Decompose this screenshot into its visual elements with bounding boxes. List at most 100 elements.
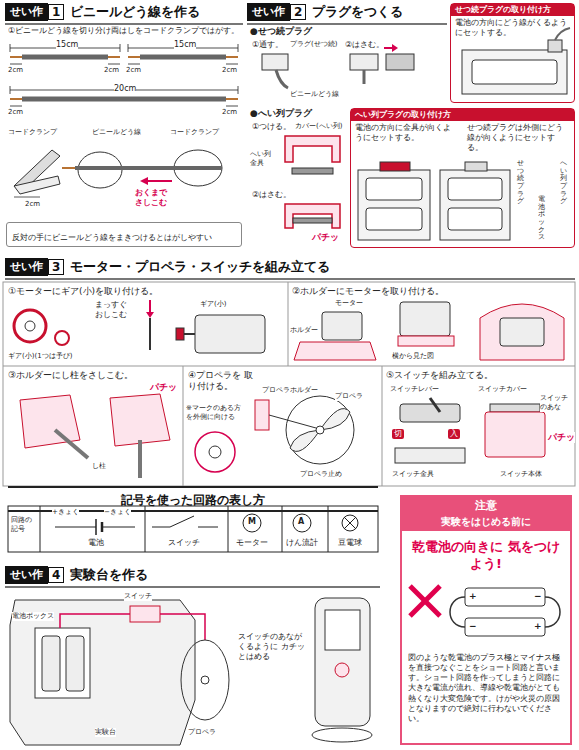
box-heading: せい作 [5,258,48,276]
short-circuit-drawing [410,586,560,636]
part-label: コードクランプ [170,128,219,137]
part-label: スイッチ本体 [500,470,542,479]
dimension: 2cm [126,66,141,75]
part-label: コードクランプ [8,128,57,137]
box-heading: へい列プラグの取り付け方 [351,109,574,121]
box-text: 実験台を作る [70,567,148,583]
clamp-drawing [14,150,222,197]
dimension: 20cm [114,84,136,94]
instruction-box: せつ続プラグの取り付け方電池の方向にどう線がくるようにセットする。 [450,3,575,103]
dimension: 2cm [222,66,237,75]
step-text: ⑤スイッチを組み立てる。 [386,370,493,381]
box-text: 乾電池の向きに 気をつけよう! [406,539,566,573]
section-frame [3,282,575,486]
switch-drawing [395,398,545,463]
box-text: プラグをつくる [312,4,403,20]
part-label: スイッチ のあな [540,394,572,412]
note-text: ※マークのある方 を外側に向ける [186,404,248,422]
part-label: ギア(小)(1つは予び) [8,352,72,361]
box-text: 2 [290,4,306,20]
symbol-letter: A [298,517,304,527]
part-label: スイッチカバー [478,385,527,394]
step-text: ②はさむ。 [345,40,384,50]
table-cell: モーター [236,538,268,548]
box-text: せつ続プラグは外側にどう線が向くようにセットする。 [463,121,575,154]
polarity-mark: − [534,591,542,602]
dimension: 2cm [222,108,237,117]
action-note: まっすぐ おしこむ [95,300,137,320]
section-header: せい作4 実験台を作る [5,566,380,588]
part-label: プロペラ止め [300,470,342,479]
switch-mark: 切 [392,429,404,439]
table-cell: けん流計 [286,538,318,548]
symbol-letter: M [248,517,256,527]
action-note: おくまで さしこむ [135,188,173,208]
part-label: カバー(へい列) [295,122,342,131]
sound-effect: パチッ [150,382,177,393]
part-label: せつ続プラグ [517,160,524,206]
dimension: 2cm [8,108,23,117]
part-label: 電池ボックス [12,612,54,621]
step-text: ①ビニールどう線を切り分け両はしをコードクランプではがす。 [8,26,239,36]
step-text: ①モーターにギア(小)を取り付ける。 [8,286,158,297]
box-text: 3 [48,259,64,275]
section-header: せい作2 プラグをつくる [247,3,447,25]
box-text: 電池の方向に金具が向くようにセットする。 [351,121,463,145]
part-label: プラグ(せつ続) [290,40,337,49]
dimension: 2cm [25,200,40,209]
sub-heading: ●へい列プラグ [250,108,312,119]
part-label: プロペラ [188,728,216,737]
part-label: 電池ボックス [538,196,545,242]
step-text: ①通す。 [252,40,283,50]
table-cell: スイッチ [168,538,200,548]
box-text: 実験をはじめる前に [402,515,570,531]
box-heading: 注意 [402,497,570,515]
part-label: 実験台 [95,728,116,737]
dimension: 2cm [104,66,119,75]
table-cell: 豆電球 [338,538,362,548]
part-label: へい列プラグ [560,160,567,206]
table-cell: +きょく [52,508,79,517]
wire-drawing [10,44,238,106]
part-label: ギア(小) [200,300,226,309]
box-heading: 反対の手にビニールどう線をまきつけるとはがしやすい [12,233,212,242]
box-heading: せい作 [247,3,290,21]
part-label: スイッチレバー [390,385,439,394]
step-text: ③ホルダーにし柱をさしこむ。 [8,370,133,381]
section-header: せい作3 モーター・プロペラ・スイッチを組み立てる [5,258,575,280]
stand-drawing [10,598,372,745]
section-header: せい作1ビニールどう線を作る [5,3,243,25]
note-box: 反対の手にビニールどう線をまきつけるとはがしやすい [6,222,242,247]
holder-drawing [20,394,170,478]
dimension: 15cm [174,40,196,50]
dimension: 15cm [56,40,78,50]
box-text: ビニールどう線を作る [70,4,200,20]
box-heading: せつ続プラグの取り付け方 [451,4,574,16]
sound-effect: パチッ [312,232,339,243]
step-text: ②はさむ。 [252,190,291,200]
part-label: し柱 [92,462,106,471]
part-label: ビニールどう線 [290,90,339,99]
box-text: 4 [48,567,64,583]
sub-heading: ●せつ続プラグ [250,26,312,37]
table-cell: 電池 [88,538,104,548]
step-text: ①つける。 [252,122,291,132]
polarity-mark: + [534,621,542,632]
motor-drawing [14,300,564,360]
symbol-table [8,506,378,552]
part-label: スイッチ [124,592,152,601]
step-text: ④プロペラを 取り付ける。 [188,370,260,393]
polarity-mark: − [469,621,477,632]
part-label: ホルダー [290,326,318,335]
table-cell: −きょく [104,508,131,517]
part-label: モーター [335,299,363,308]
box-text: モーター・プロペラ・スイッチを組み立てる [70,259,330,275]
box-heading: せい作 [5,566,48,584]
part-label: 横から見た図 [392,352,434,361]
vinyl-wire [10,57,238,99]
part-label: ビニールどう線 [92,128,141,137]
dimension: 2cm [8,66,23,75]
box-text: 図のような乾電池のプラス極とマイナス極を直接つなぐことをショート回路と言います。… [402,653,570,728]
sound-effect: パチッ [548,432,575,443]
